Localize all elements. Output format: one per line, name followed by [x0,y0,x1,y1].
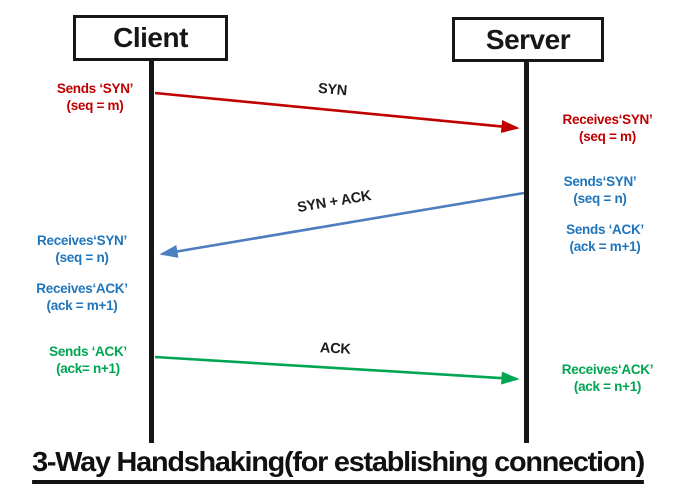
annotation-line: (seq = m) [66,97,124,113]
annotation-server-receives-syn: Receives‘SYN’ (seq = m) [540,112,675,145]
server-actor-box: Server [452,17,604,62]
annotation-server-sends-ack: Sends ‘ACK’ (ack = m+1) [540,222,670,255]
client-actor-box: Client [73,15,228,61]
syn-message-label: SYN [317,80,348,100]
client-actor-label: Client [113,22,188,53]
annotation-line: Sends ‘ACK’ [566,222,644,237]
annotation-line: (seq = n) [573,190,627,206]
annotation-line: (ack = m+1) [46,297,118,313]
annotation-line: (ack = n+1) [573,378,642,394]
annotation-line: Receives‘ACK’ [36,281,128,296]
annotation-line: (seq = m) [579,128,636,144]
annotation-server-sends-syn: Sends‘SYN’ (seq = n) [540,174,660,207]
annotation-client-sends-ack: Sends ‘ACK’ (ack= n+1) [18,344,158,377]
annotation-server-receives-ack: Receives‘ACK’ (ack = n+1) [540,362,675,395]
annotation-line: Receives‘ACK’ [561,362,654,377]
annotation-line: Receives‘SYN’ [562,112,653,127]
server-actor-label: Server [485,23,571,55]
annotation-line: Sends ‘ACK’ [49,344,127,359]
annotation-client-receives-syn: Receives‘SYN’ (seq = n) [12,233,152,266]
diagram-title: 3-Way Handshaking(for establishing conne… [32,446,646,484]
annotation-line: Sends ‘SYN’ [56,81,134,96]
annotation-client-receives-ack: Receives‘ACK’ (ack = m+1) [12,281,152,314]
syn-ack-arrow [159,191,525,258]
ack-message-label: ACK [319,340,351,358]
annotation-line: (seq = n) [55,249,109,265]
diagram-title-row: 3-Way Handshaking(for establishing conne… [0,446,677,484]
annotation-line: (ack= n+1) [56,360,120,376]
annotation-line: (ack = m+1) [569,238,641,254]
annotation-line: Sends‘SYN’ [563,174,637,189]
annotation-line: Receives‘SYN’ [37,233,127,248]
syn-arrow [154,91,520,133]
ack-arrow [154,355,520,385]
annotation-client-sends-syn: Sends ‘SYN’ (seq = m) [25,81,165,114]
